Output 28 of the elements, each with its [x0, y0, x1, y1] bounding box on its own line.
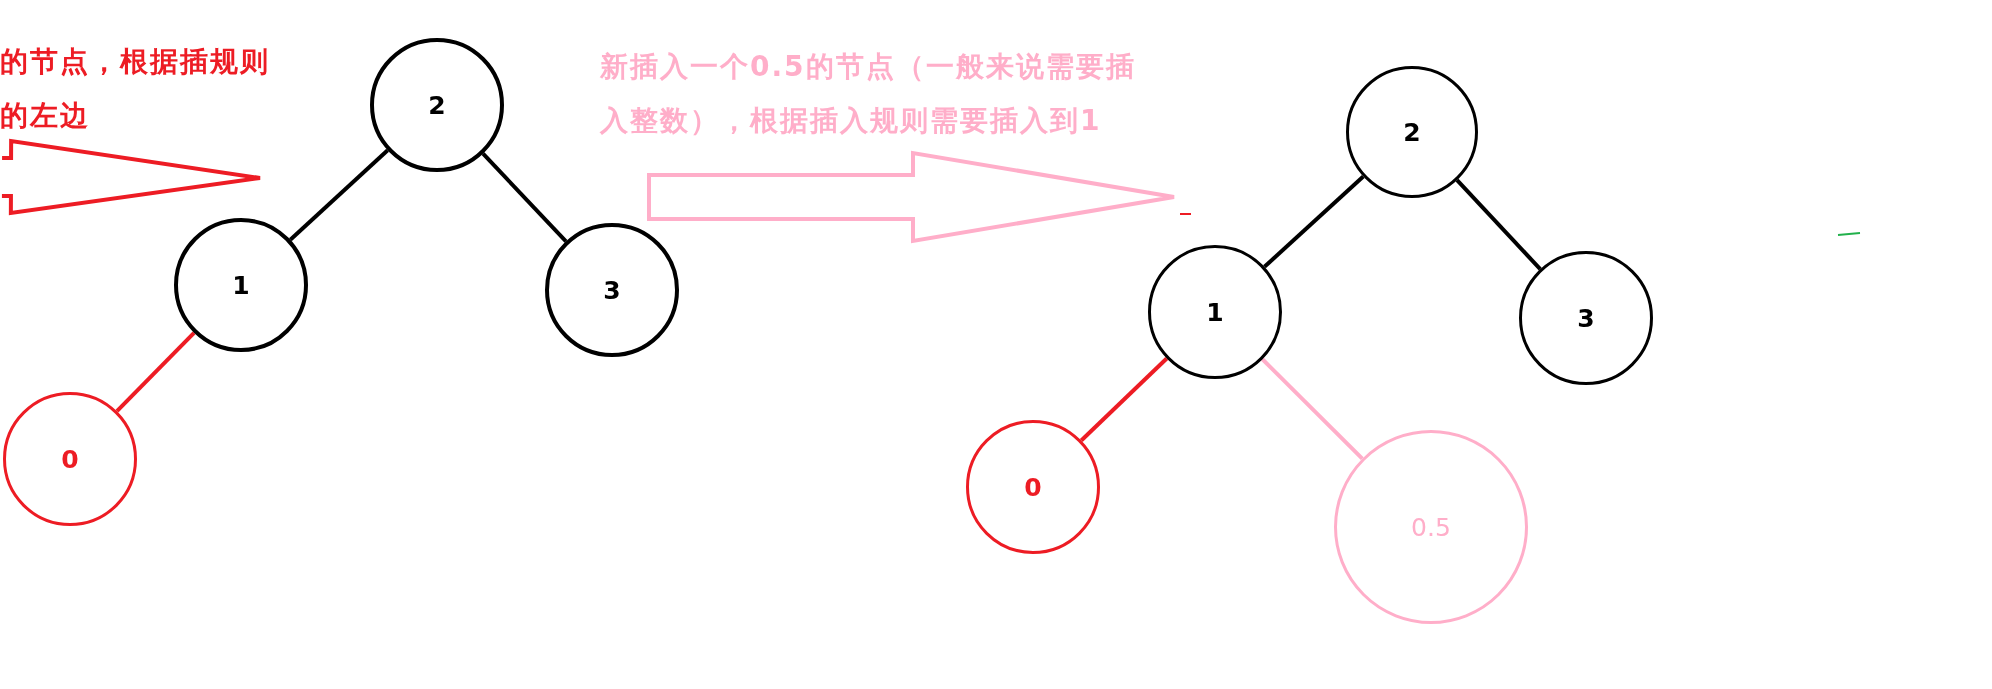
tree-node-circle: [966, 420, 1100, 554]
tree-node-circle: [3, 392, 137, 526]
tree-edge: [1079, 357, 1169, 442]
tree-edge: [289, 148, 389, 242]
tree-node-circle: [370, 38, 504, 172]
node-value: 0: [1024, 474, 1042, 500]
tree-edge: [1261, 357, 1364, 460]
tree-node-circle: [1334, 430, 1528, 624]
block-arrow: [647, 150, 1176, 244]
node-value: 3: [1577, 305, 1595, 331]
node-value: 2: [1403, 119, 1421, 145]
tree-node-circle: [1148, 245, 1282, 379]
annotation-text: 新插入一个0.5的节点（一般来说需要插入整数），根据插入规则需要插入到1: [600, 49, 1137, 139]
node-value: 3: [603, 277, 621, 303]
tree-node-circle: [1346, 66, 1478, 198]
node-value: 0: [61, 446, 79, 472]
tree-node-circle: [1519, 251, 1653, 385]
tree-node-circle: [545, 223, 679, 357]
tree-edge: [481, 152, 568, 243]
annotation-text: 的节点，根据插规则的左边: [0, 44, 271, 134]
tree-edge: [1455, 178, 1542, 271]
tree-edge: [1263, 175, 1365, 269]
tree-node-circle: [174, 218, 308, 352]
node-value: 2: [428, 92, 446, 118]
node-value: 0.5: [1411, 514, 1451, 540]
tree-edge: [115, 331, 196, 413]
node-value: 1: [1206, 299, 1224, 325]
node-value: 1: [232, 272, 250, 298]
